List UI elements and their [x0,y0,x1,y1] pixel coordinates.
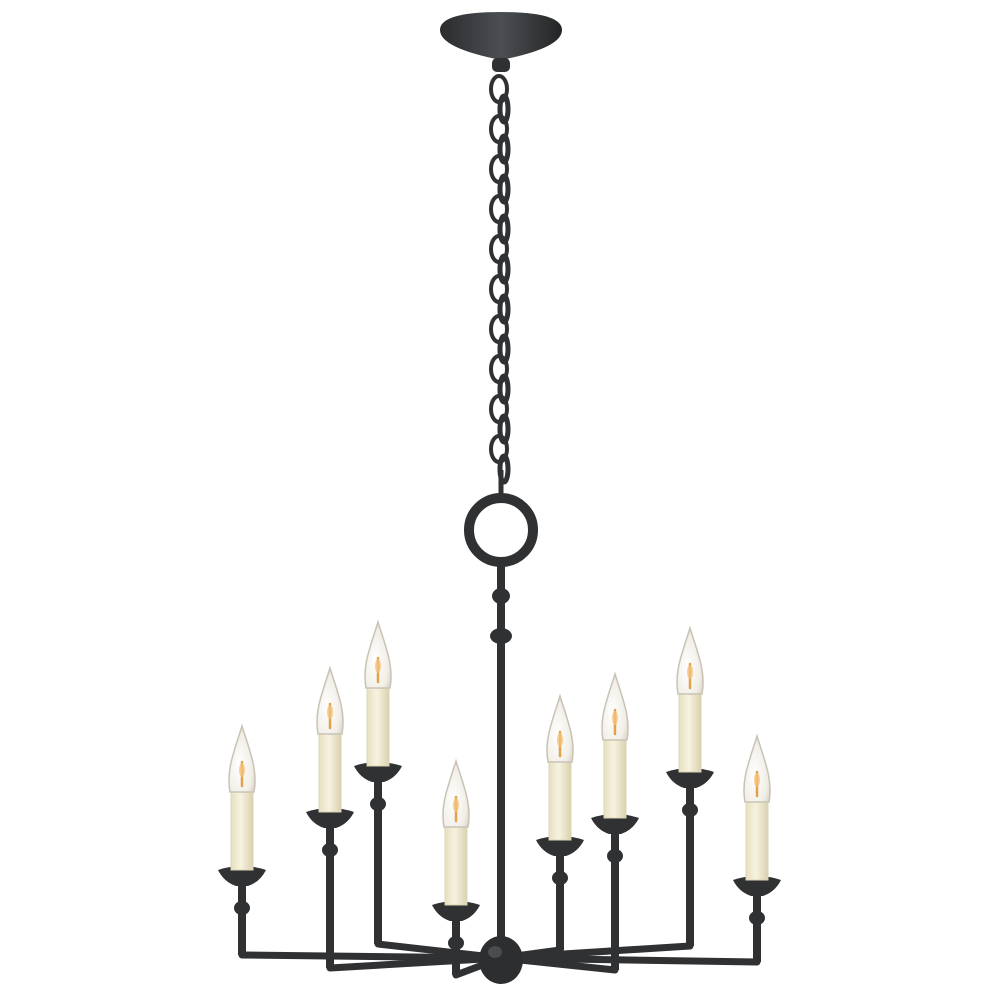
flame-tip-bulb [601,671,629,741]
bobeche-cup [432,901,480,921]
center-hub [479,936,523,984]
flame-tip-bulb [546,693,574,763]
bobeche-cup [591,814,639,834]
candle-sleeve [548,761,572,841]
candle-light [218,723,266,886]
post-knob [234,901,250,915]
bobeche-cup [536,836,584,856]
candle-sleeve [603,739,627,819]
arm-post [611,828,619,970]
bobeche-cup [218,866,266,886]
post-knob [322,843,338,857]
filament-glow [375,659,381,673]
filament-glow [754,773,760,787]
flame-tip-bulb [364,619,392,689]
bobeche-cup [354,762,402,782]
hanging-chain [489,74,511,485]
flame-tip-bulb [676,625,704,695]
flame-tip-bulb [228,723,256,793]
ceiling-canopy [440,12,562,72]
candle-lights [218,619,781,921]
post-knob [749,911,765,925]
arm-post [238,880,246,955]
post-knob [370,797,386,811]
arm-post [326,822,334,968]
central-stem [490,560,512,940]
filament-glow [453,798,459,812]
arm-rod [497,954,761,966]
post-knob [682,803,698,817]
filament-glow [239,763,245,777]
flame-tip-bulb [743,733,771,803]
candle-light [432,758,480,921]
candle-sleeve [230,791,254,871]
arm-post [686,782,694,946]
arm-post [753,890,761,962]
candle-sleeve [444,826,468,906]
hanging-ring [464,470,538,567]
flame-tip-bulb [316,665,344,735]
candle-light [306,665,354,828]
candle-light [354,619,402,782]
chandelier-arms [234,776,765,979]
candle-light [666,625,714,788]
arm-post [374,776,382,944]
filament-glow [687,665,693,679]
candle-sleeve [366,687,390,767]
flame-tip-bulb [442,758,470,828]
filament-glow [327,705,333,719]
candle-light [733,733,781,896]
bobeche-cup [306,808,354,828]
arm-rod [326,954,505,972]
candle-sleeve [318,733,342,813]
post-knob [448,936,464,950]
post-knob [552,871,568,885]
bobeche-cup [733,876,781,896]
arm-post [556,850,564,950]
candle-light [591,671,639,834]
post-knob [607,849,623,863]
filament-glow [557,733,563,747]
chain-link [497,453,511,485]
candle-sleeve [678,693,702,773]
bobeche-cup [666,768,714,788]
filament-glow [612,711,618,725]
candle-sleeve [745,801,769,881]
candle-light [536,693,584,856]
